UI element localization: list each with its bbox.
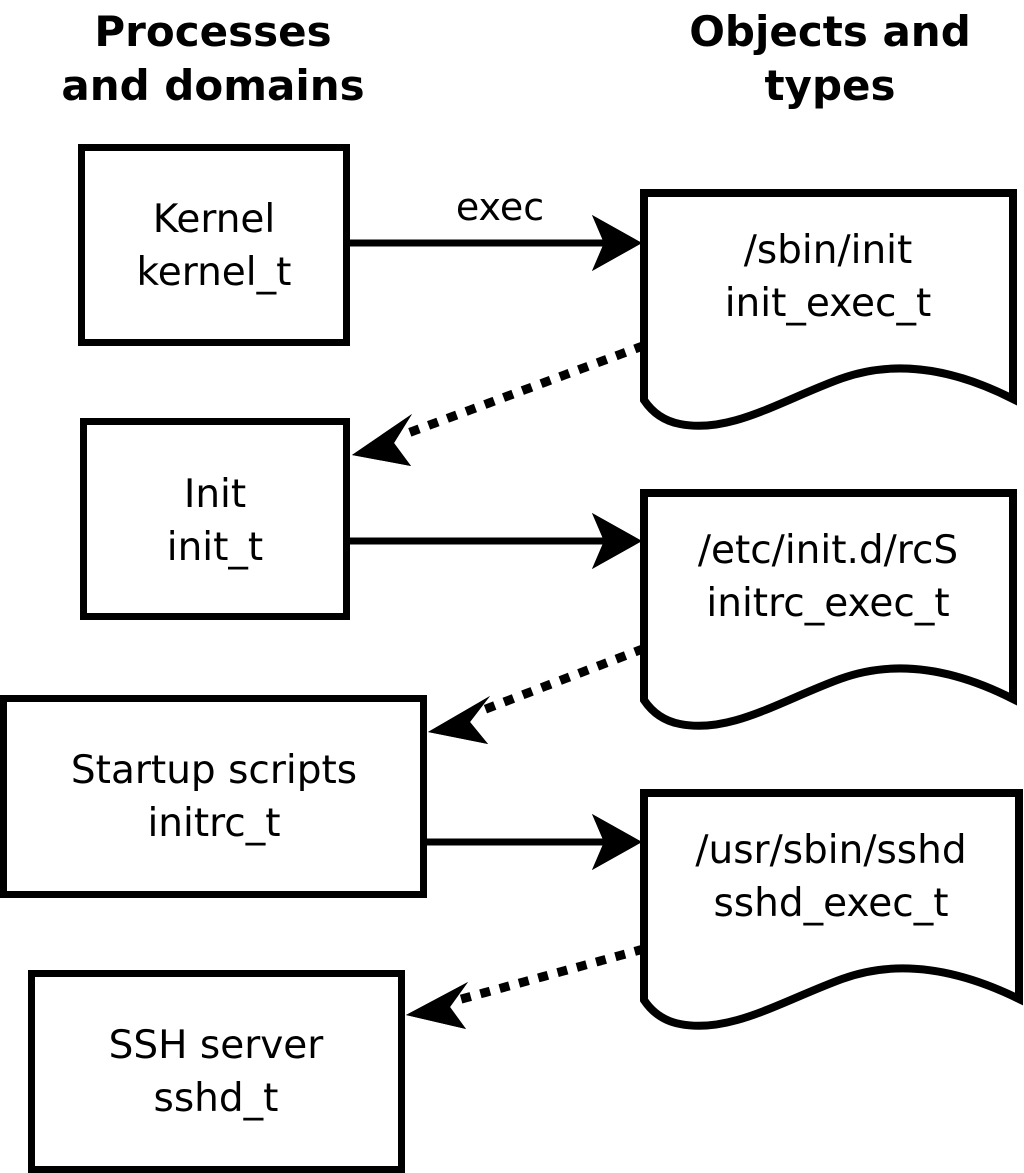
column-header-objects: Objects and types xyxy=(689,7,971,110)
edge-line-dotted-2 xyxy=(472,644,646,718)
node-sshd_exec-document-shape[interactable] xyxy=(640,789,1023,1030)
node-initrc_exec-label-line2: initrc_exec_t xyxy=(706,581,949,626)
node-init-label-line1: Init xyxy=(184,472,246,517)
node-sshd-label-line2: sshd_t xyxy=(154,1076,279,1121)
arrowhead-right-3-overlay xyxy=(592,814,642,870)
node-kernel-box[interactable] xyxy=(78,144,350,346)
node-initrc-box[interactable] xyxy=(0,695,427,898)
node-initrc[interactable]: Startup scripts initrc_t xyxy=(0,695,427,898)
column-header-processes-line2: and domains xyxy=(61,61,364,110)
arrowhead-left-1-overlay xyxy=(352,414,412,466)
edge-label-exec: exec xyxy=(456,185,544,229)
arrowhead-left-3-overlay xyxy=(406,982,468,1029)
edge-line-dotted-3 xyxy=(452,944,646,1006)
column-header-processes: Processes and domains xyxy=(61,7,364,110)
node-sshd-label-line1: SSH server xyxy=(109,1023,325,1068)
arrowheads-overlay xyxy=(352,215,642,1029)
node-kernel-label-line1: Kernel xyxy=(153,197,276,242)
column-header-objects-line1: Objects and xyxy=(689,7,971,56)
node-sshd_exec-label-line2: sshd_exec_t xyxy=(713,881,948,926)
node-init_exec-label-line1: /sbin/init xyxy=(744,228,913,273)
node-init-box[interactable] xyxy=(80,418,350,620)
arrowhead-left-2-overlay xyxy=(428,696,490,744)
column-header-objects-line2: types xyxy=(764,61,895,110)
node-initrc_exec-document-shape[interactable] xyxy=(640,489,1017,730)
node-initrc-label-line1: Startup scripts xyxy=(71,748,357,793)
node-init_exec[interactable]: /sbin/init init_exec_t xyxy=(640,189,1017,430)
node-initrc_exec[interactable]: /etc/init.d/rcS initrc_exec_t xyxy=(640,489,1017,730)
edge-line-dotted-1 xyxy=(394,341,646,442)
node-sshd[interactable]: SSH server sshd_t xyxy=(28,970,405,1173)
node-init_exec-label-line2: init_exec_t xyxy=(725,281,932,326)
node-sshd_exec[interactable]: /usr/sbin/sshd sshd_exec_t xyxy=(640,789,1023,1030)
node-initrc-label-line2: initrc_t xyxy=(147,801,280,846)
node-kernel[interactable]: Kernel kernel_t xyxy=(78,144,350,346)
node-sshd-box[interactable] xyxy=(28,970,405,1173)
arrowhead-right-2-overlay xyxy=(592,513,642,569)
arrowhead-right-1-overlay xyxy=(592,215,642,271)
node-init_exec-document-shape[interactable] xyxy=(640,189,1017,430)
node-init-label-line2: init_t xyxy=(167,525,263,570)
node-init[interactable]: Init init_t xyxy=(80,418,350,620)
column-header-processes-line1: Processes xyxy=(94,7,331,56)
node-kernel-label-line2: kernel_t xyxy=(137,250,292,295)
node-initrc_exec-label-line1: /etc/init.d/rcS xyxy=(698,528,958,573)
node-sshd_exec-label-line1: /usr/sbin/sshd xyxy=(695,828,966,873)
